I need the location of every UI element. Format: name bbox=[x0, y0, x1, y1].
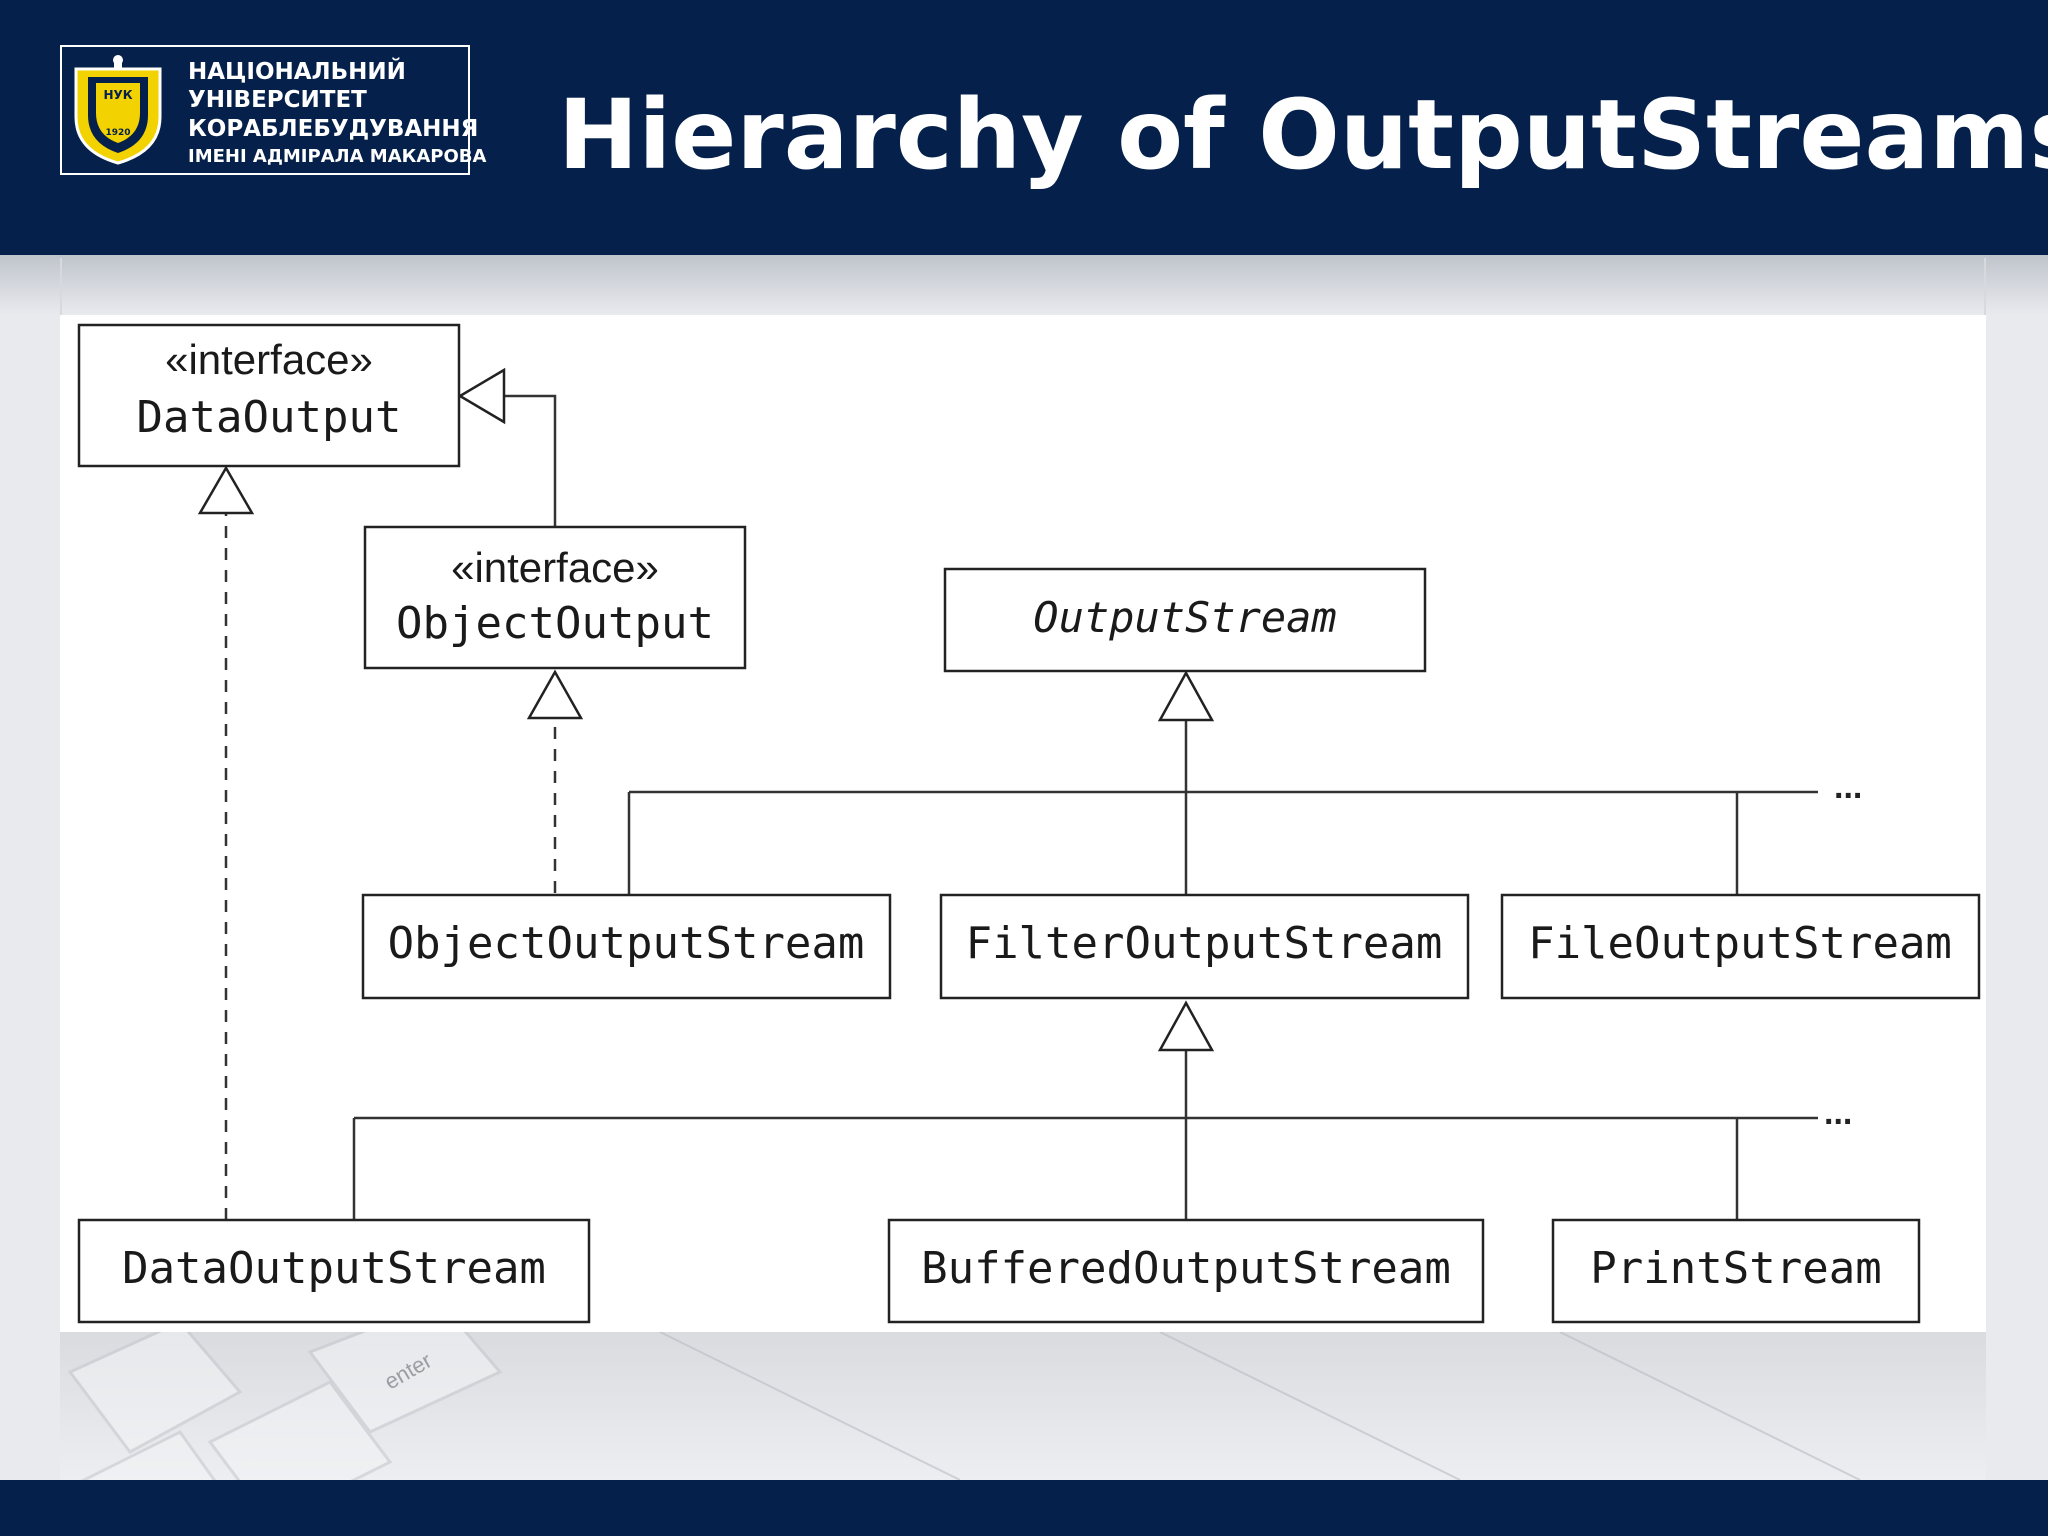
class-box-fileoutputstream bbox=[1500, 893, 1981, 1000]
keyboard-background-image: enter bbox=[60, 1332, 1986, 1480]
stereotype-label: «interface» bbox=[165, 336, 373, 383]
logo-badge-text: НУК bbox=[103, 88, 132, 102]
class-box-dataoutput bbox=[77, 323, 461, 468]
arrowhead-dataoutput-right bbox=[457, 367, 506, 425]
arrowhead-objectoutput bbox=[526, 669, 584, 720]
class-box-outputstream bbox=[943, 567, 1427, 673]
logo-text-line: УНІВЕРСИТЕТ bbox=[188, 87, 367, 113]
logo-text-line: НАЦІОНАЛЬНИЙ bbox=[188, 59, 406, 85]
arrowhead-dataoutput-bottom bbox=[197, 465, 255, 515]
header-shadow bbox=[0, 255, 2048, 315]
class-name-dataoutputstream: DataOutputStream bbox=[122, 1243, 546, 1294]
more-subclasses-ellipsis: ... bbox=[1834, 768, 1862, 806]
shield-icon: НУК 1920 bbox=[74, 55, 162, 165]
class-name-outputstream: OutputStream bbox=[1033, 593, 1336, 642]
class-name-filteroutputstream: FilterOutputStream bbox=[966, 918, 1443, 969]
logo-text-line: КОРАБЛЕБУДУВАННЯ bbox=[188, 116, 479, 142]
extends-line-objectoutput-dataoutput bbox=[498, 394, 557, 527]
arrowhead-filteroutputstream bbox=[1157, 1000, 1215, 1052]
class-box-filteroutputstream bbox=[939, 893, 1470, 1000]
more-subclasses-ellipsis: ... bbox=[1824, 1094, 1852, 1132]
class-box-printstream bbox=[1551, 1218, 1921, 1324]
arrowhead-outputstream bbox=[1157, 670, 1215, 722]
class-box-objectoutput bbox=[363, 525, 747, 670]
slide-header bbox=[0, 0, 2048, 255]
class-name-fileoutputstream: FileOutputStream bbox=[1528, 918, 1952, 969]
slide-title: Hierarchy of OutputStreams bbox=[558, 79, 2048, 191]
class-name-dataoutput: DataOutput bbox=[137, 392, 402, 443]
class-box-dataoutputstream bbox=[77, 1218, 591, 1324]
class-name-bufferedoutputstream: BufferedOutputStream bbox=[921, 1243, 1451, 1294]
keyboard-keys-illustration: enter bbox=[67, 1332, 1861, 1480]
class-box-objectoutputstream bbox=[361, 893, 892, 1000]
stereotype-label: «interface» bbox=[451, 544, 659, 591]
logo-text-line: ІМЕНІ АДМІРАЛА МАКАРОВА bbox=[188, 146, 487, 167]
class-box-bufferedoutputstream bbox=[887, 1218, 1485, 1324]
class-name-printstream: PrintStream bbox=[1590, 1243, 1881, 1294]
class-name-objectoutputstream: ObjectOutputStream bbox=[388, 918, 865, 969]
slide-footer bbox=[0, 1480, 2048, 1536]
diagram-panel bbox=[60, 315, 1986, 1332]
university-logo: НУК 1920 НАЦІОНАЛЬНИЙ УНІВЕРСИТЕТ КОРАБЛ… bbox=[60, 45, 486, 175]
logo-badge-year: 1920 bbox=[105, 128, 130, 138]
class-name-objectoutput: ObjectOutput bbox=[396, 598, 714, 649]
